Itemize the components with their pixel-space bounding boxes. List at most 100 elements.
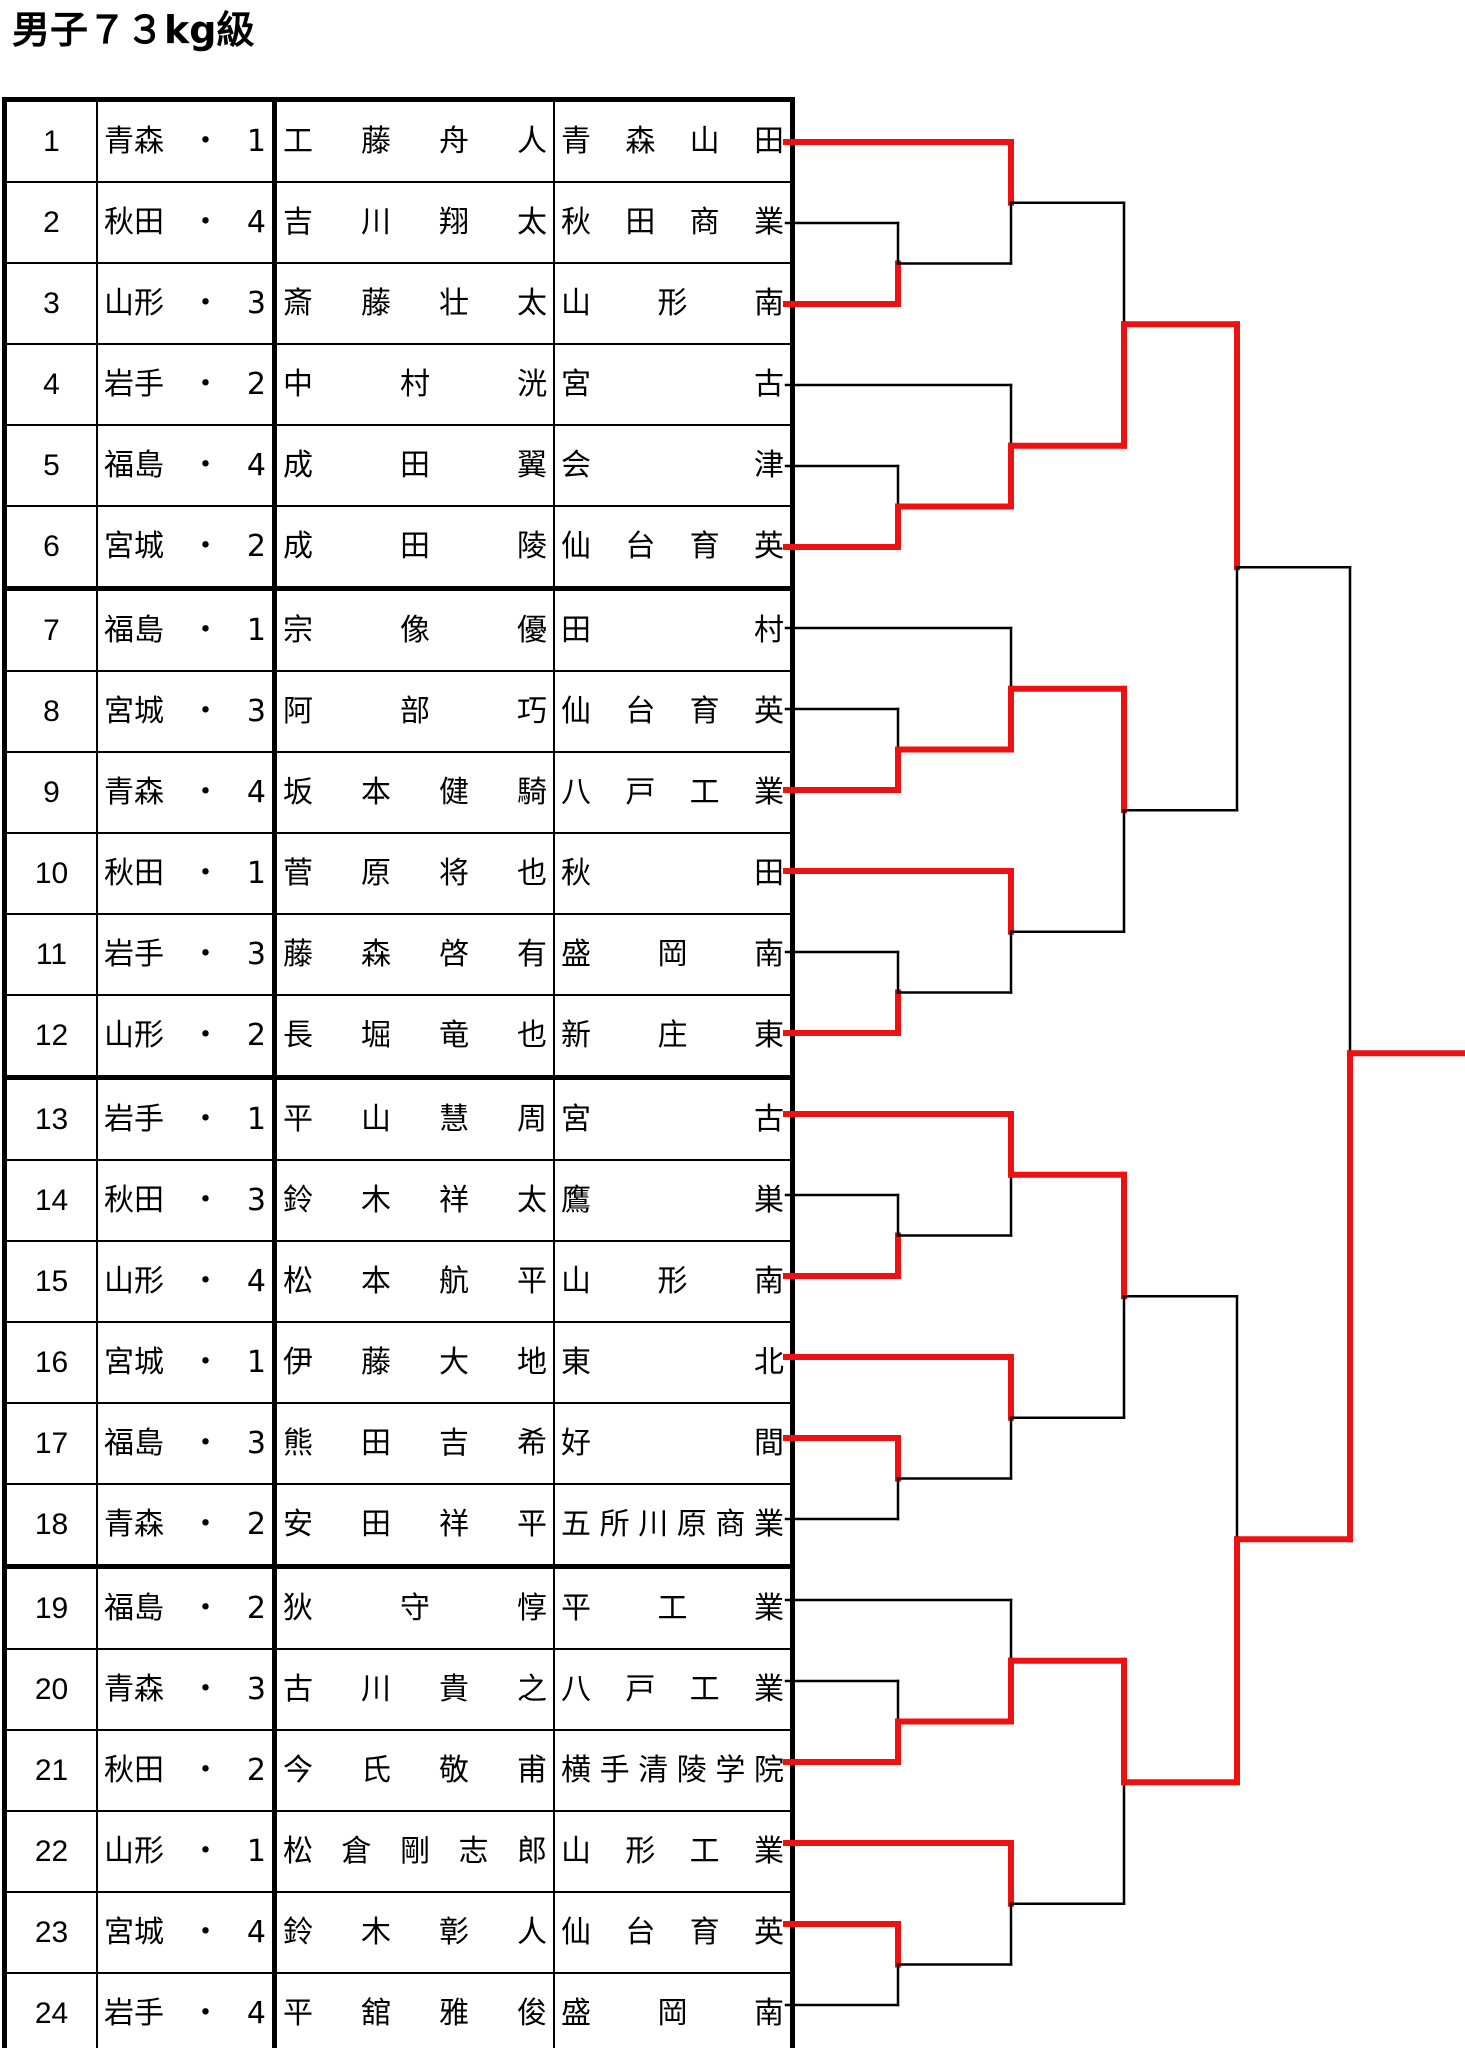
seed-number: 13 — [3, 1075, 98, 1161]
name-char: 宗 — [283, 612, 313, 648]
school-char: 古 — [754, 1101, 784, 1137]
school-char: 業 — [754, 1590, 784, 1626]
school-char: 院 — [753, 1752, 784, 1788]
separator-dot: ・ — [190, 447, 221, 483]
prefecture-grade: 宮城・3 — [96, 670, 277, 753]
seed-number: 1 — [3, 98, 98, 183]
grade: 1 — [246, 1833, 266, 1869]
name-char: 氏 — [361, 1752, 391, 1788]
school-char: 田 — [561, 612, 591, 648]
school-char: 巣 — [754, 1182, 784, 1218]
name-char: 成 — [283, 528, 313, 564]
name-char: 有 — [517, 936, 547, 972]
separator-dot: ・ — [190, 1995, 221, 2031]
athlete-name: 阿部巧 — [273, 670, 555, 753]
name-char: 竜 — [439, 1017, 469, 1053]
prefecture-grade: 岩手・3 — [96, 913, 277, 996]
name-char: 村 — [400, 366, 430, 402]
athlete-name: 中村洸 — [273, 343, 555, 426]
school-char: 手 — [599, 1752, 630, 1788]
name-char: 地 — [517, 1344, 547, 1380]
separator-dot: ・ — [190, 123, 221, 159]
school-name: 平工業 — [553, 1564, 794, 1650]
prefecture: 秋田 — [104, 1752, 164, 1788]
school-char: 南 — [754, 1995, 784, 2031]
school-char: 秋 — [561, 855, 591, 891]
name-char: 騎 — [517, 774, 547, 810]
name-char: 平 — [517, 1263, 547, 1299]
school-name: 横手清陵学院 — [553, 1729, 794, 1812]
school-char: 育 — [689, 528, 720, 564]
grade: 3 — [246, 1182, 266, 1218]
prefecture: 宮城 — [104, 693, 164, 729]
name-char: 田 — [400, 447, 430, 483]
seed-number: 3 — [3, 262, 98, 345]
grade: 2 — [246, 366, 266, 402]
seed-number: 18 — [3, 1483, 98, 1568]
school-char: 平 — [561, 1590, 591, 1626]
school-char: 会 — [561, 447, 591, 483]
grade: 4 — [246, 774, 266, 810]
school-char: 商 — [689, 204, 720, 240]
name-char: 本 — [361, 774, 391, 810]
name-char: 藤 — [283, 936, 313, 972]
school-name: 鷹巣 — [553, 1159, 794, 1242]
name-char: 啓 — [439, 936, 469, 972]
grade: 3 — [246, 1671, 266, 1707]
school-name: 田村 — [553, 586, 794, 672]
prefecture-grade: 山形・1 — [96, 1810, 277, 1893]
school-char: 戸 — [625, 1671, 656, 1707]
school-name: 宮古 — [553, 343, 794, 426]
school-name: 仙台育英 — [553, 505, 794, 590]
grade: 4 — [246, 1914, 266, 1950]
separator-dot: ・ — [190, 1590, 221, 1626]
name-char: 大 — [439, 1344, 469, 1380]
name-char: 松 — [283, 1263, 313, 1299]
athlete-name: 鈴木祥太 — [273, 1159, 555, 1242]
separator-dot: ・ — [190, 1263, 221, 1299]
grade: 3 — [246, 936, 266, 972]
prefecture-grade: 青森・3 — [96, 1648, 277, 1731]
prefecture: 青森 — [104, 1671, 164, 1707]
prefecture: 福島 — [104, 612, 164, 648]
prefecture-grade: 山形・2 — [96, 994, 277, 1079]
grade: 2 — [246, 1017, 266, 1053]
prefecture: 秋田 — [104, 1182, 164, 1218]
prefecture: 岩手 — [104, 936, 164, 972]
school-char: 戸 — [625, 774, 656, 810]
name-char: 狄 — [283, 1590, 313, 1626]
prefecture-grade: 福島・4 — [96, 424, 277, 507]
grade: 4 — [246, 1263, 266, 1299]
name-char: 太 — [517, 285, 547, 321]
name-char: 翼 — [517, 447, 547, 483]
name-char: 剛 — [400, 1833, 430, 1869]
name-char: 彰 — [439, 1914, 469, 1950]
grade: 1 — [246, 1101, 266, 1137]
school-char: 五 — [561, 1506, 591, 1542]
separator-dot: ・ — [190, 774, 221, 810]
name-char: 藤 — [361, 285, 391, 321]
athlete-name: 狄守惇 — [273, 1564, 555, 1650]
school-char: 陵 — [676, 1752, 707, 1788]
school-char: 育 — [689, 1914, 720, 1950]
athlete-name: 熊田吉希 — [273, 1402, 555, 1485]
name-char: 森 — [361, 936, 391, 972]
name-char: 古 — [283, 1671, 313, 1707]
prefecture-grade: 宮城・1 — [96, 1321, 277, 1404]
athlete-name: 平山慧周 — [273, 1075, 555, 1161]
name-char: 雅 — [439, 1995, 469, 2031]
name-char: 今 — [283, 1752, 313, 1788]
name-char: 菅 — [283, 855, 313, 891]
school-char: 好 — [561, 1425, 591, 1461]
